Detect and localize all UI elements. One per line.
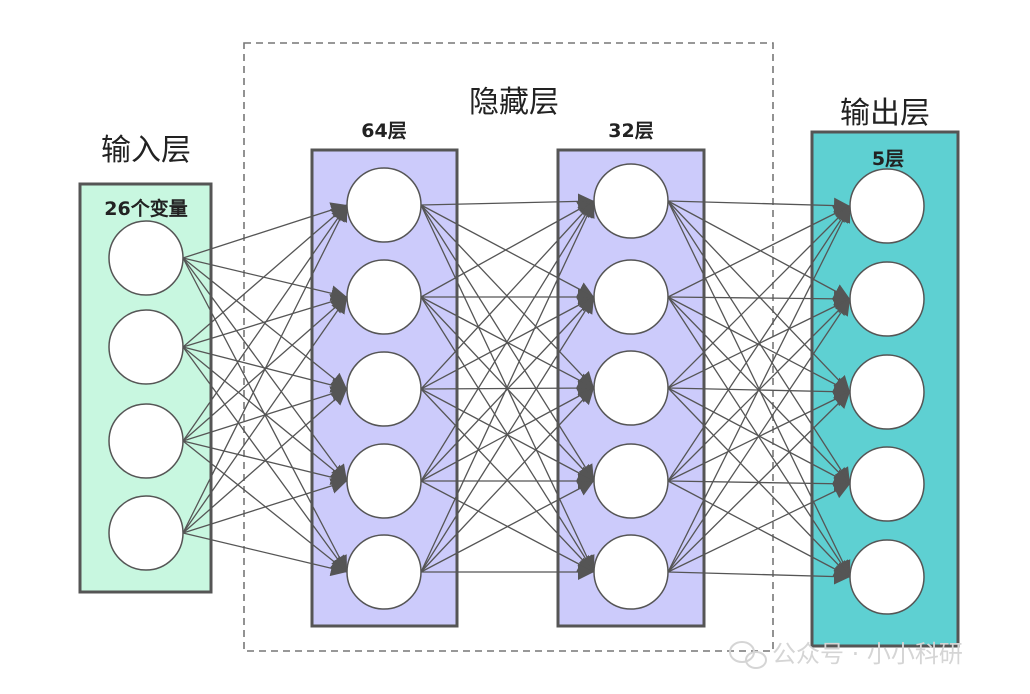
input-neuron-1 bbox=[108, 220, 184, 296]
edge-hidden1-3-to-hidden2-1 bbox=[420, 200, 595, 390]
hidden1-neuron-3 bbox=[346, 351, 422, 427]
edge-hidden1-5-to-hidden2-4 bbox=[420, 480, 595, 573]
edge-hidden1-1-to-hidden2-2 bbox=[420, 204, 595, 298]
edge-hidden2-2-to-output-2 bbox=[667, 290, 851, 307]
edge-hidden1-5-to-hidden2-2 bbox=[420, 296, 595, 573]
edge-hidden2-2-to-output-1 bbox=[667, 205, 851, 298]
hidden-layers-group bbox=[243, 42, 774, 652]
watermark: 公众号 · 小小科研 bbox=[729, 640, 963, 669]
edge-input-4-to-hidden1-5 bbox=[182, 532, 348, 577]
output-neuron-4 bbox=[849, 446, 925, 522]
hidden1-neuron-2 bbox=[346, 259, 422, 335]
input-neuron-2 bbox=[108, 309, 184, 385]
edge-hidden1-4-to-hidden2-1 bbox=[420, 200, 595, 482]
edge-input-1-to-hidden1-1 bbox=[182, 202, 348, 259]
wechat-icon bbox=[729, 641, 767, 669]
hidden2-neuron-5 bbox=[593, 534, 669, 610]
input-layer-title: 输入层 bbox=[101, 133, 191, 168]
edge-hidden2-5-to-output-2 bbox=[667, 298, 851, 573]
output-layer-title: 输出层 bbox=[840, 96, 930, 131]
hidden-layer-32-subtitle: 32层 bbox=[608, 120, 653, 142]
edge-hidden2-1-to-output-1 bbox=[667, 197, 851, 214]
input-neuron-3 bbox=[108, 403, 184, 479]
hidden1-neuron-1 bbox=[346, 167, 422, 243]
edge-hidden1-2-to-hidden2-1 bbox=[420, 200, 595, 298]
hidden1-neuron-5 bbox=[346, 534, 422, 610]
connection-edges bbox=[182, 193, 851, 585]
edge-input-4-to-hidden1-3 bbox=[182, 388, 348, 534]
hidden2-neuron-2 bbox=[593, 259, 669, 335]
edge-input-1-to-hidden1-2 bbox=[182, 257, 348, 302]
hidden2-neuron-3 bbox=[593, 350, 669, 426]
input-layer-subtitle: 26个变量 bbox=[104, 197, 187, 220]
edge-hidden1-5-to-hidden2-1 bbox=[420, 200, 595, 573]
hidden2-neuron-1 bbox=[593, 163, 669, 239]
output-neuron-3 bbox=[849, 354, 925, 430]
edge-input-4-to-hidden1-2 bbox=[182, 296, 348, 534]
hidden-layer-64-subtitle: 64层 bbox=[361, 120, 406, 142]
neuron-nodes bbox=[108, 163, 925, 615]
hidden2-neuron-4 bbox=[593, 443, 669, 519]
edge-hidden1-3-to-hidden2-2 bbox=[420, 296, 595, 390]
edge-hidden2-3-to-output-1 bbox=[667, 205, 851, 389]
edge-hidden1-1-to-hidden2-1 bbox=[420, 193, 595, 210]
edge-hidden2-5-to-output-3 bbox=[667, 391, 851, 573]
edge-input-4-to-hidden1-4 bbox=[182, 478, 348, 534]
output-layer-subtitle: 5层 bbox=[872, 148, 904, 170]
output-neuron-5 bbox=[849, 539, 925, 615]
edge-input-2-to-hidden1-5 bbox=[182, 346, 348, 573]
edge-hidden2-4-to-output-1 bbox=[667, 205, 851, 482]
edge-input-2-to-hidden1-1 bbox=[182, 204, 348, 348]
edge-hidden2-5-to-output-4 bbox=[667, 483, 851, 573]
edge-hidden2-4-to-output-5 bbox=[667, 480, 851, 578]
edge-hidden2-5-to-output-5 bbox=[667, 568, 851, 585]
hidden-group-title: 隐藏层 bbox=[469, 85, 559, 120]
output-neuron-1 bbox=[849, 168, 925, 244]
edge-input-3-to-hidden1-1 bbox=[182, 204, 348, 442]
edge-hidden2-1-to-output-2 bbox=[667, 200, 851, 300]
watermark-text: 公众号 · 小小科研 bbox=[772, 640, 963, 668]
input-neuron-4 bbox=[108, 495, 184, 571]
hidden1-neuron-4 bbox=[346, 443, 422, 519]
edge-hidden1-4-to-hidden2-2 bbox=[420, 296, 595, 482]
edge-hidden2-5-to-output-1 bbox=[667, 205, 851, 573]
edge-hidden1-5-to-hidden2-3 bbox=[420, 387, 595, 573]
edge-input-4-to-hidden1-1 bbox=[182, 204, 348, 534]
output-neuron-2 bbox=[849, 261, 925, 337]
